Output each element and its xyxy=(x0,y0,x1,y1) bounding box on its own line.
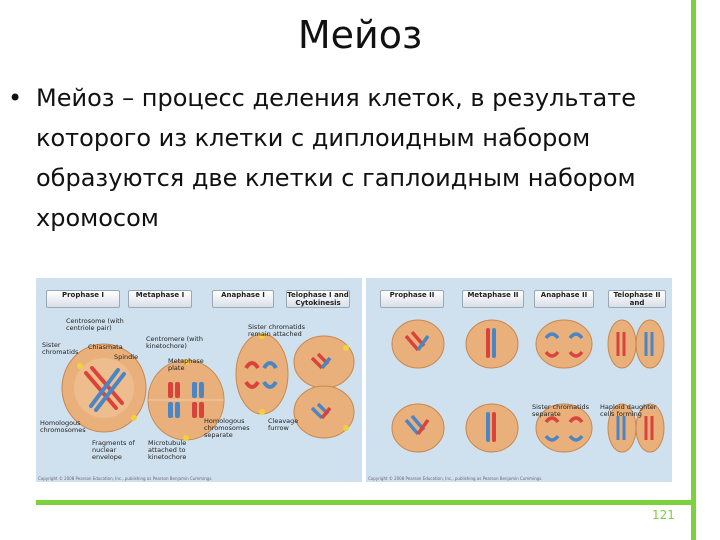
annotation-sister-chromatids-separate: Sister chromatids separate xyxy=(532,403,589,418)
annotation-homologous-chromosomes: Homologous chromosomes xyxy=(40,419,86,434)
bullet-line-3: образуются две клетки с гаплоидным набор… xyxy=(36,164,636,192)
phase-telophase-2: Telophase II and Cytokinesis xyxy=(608,290,666,308)
phase-anaphase-1: Anaphase I xyxy=(212,290,274,308)
phase-prophase-2: Prophase II xyxy=(380,290,444,308)
annotation-centromere: Centromere (with kinetochore) xyxy=(146,335,203,350)
bullet-line-1: Мейоз – процесс деления клеток, в резуль… xyxy=(36,84,636,112)
annotation-spindle: Spindle xyxy=(114,353,139,361)
figure-credit-1: Copyright © 2008 Pearson Education, Inc.… xyxy=(38,476,213,481)
annotation-cleavage-furrow: Cleavage furrow xyxy=(268,417,299,432)
annotation-centrosome: Centrosome (with centriole pair) xyxy=(66,317,124,332)
meiosis-1-illustration xyxy=(61,333,355,441)
bullet-paragraph: • Мейоз – процесс деления клеток, в резу… xyxy=(8,78,688,238)
phase-prophase-1: Prophase I xyxy=(46,290,120,308)
phase-anaphase-2: Anaphase II xyxy=(534,290,594,308)
annotation-chiasmata: Chiasmata xyxy=(88,343,123,351)
annotation-sister-chromatids: Sister chromatids xyxy=(42,341,79,356)
figure-credit-2: Copyright © 2008 Pearson Education, Inc.… xyxy=(368,476,543,481)
phase-metaphase-1: Metaphase I xyxy=(128,290,192,308)
bullet-line-2: которого из клетки с диплоидным набором xyxy=(36,124,591,152)
annotation-homologous-separate: Homologous chromosomes separate xyxy=(204,417,250,439)
slide-title: Мейоз xyxy=(297,13,423,57)
accent-line-horizontal xyxy=(36,500,696,505)
phase-metaphase-2: Metaphase II xyxy=(462,290,524,308)
annotation-haploid-daughter-cells: Haploid daughter cells forming xyxy=(600,403,657,418)
bullet-marker: • xyxy=(8,84,23,112)
annotation-nuclear-envelope: Fragments of nuclear envelope xyxy=(92,439,135,461)
page-number: 121 xyxy=(652,508,675,522)
accent-line-vertical xyxy=(691,0,696,540)
meiosis-1-figure: Prophase I Metaphase I Anaphase I Teloph… xyxy=(36,278,362,482)
phase-telophase-1: Telophase I and Cytokinesis xyxy=(286,290,350,308)
annotation-metaphase-plate: Metaphase plate xyxy=(168,357,204,372)
bullet-line-4: хромосом xyxy=(36,204,159,232)
meiosis-2-figure: Prophase II Metaphase II Anaphase II Tel… xyxy=(366,278,672,482)
meiosis-2-illustration xyxy=(391,319,665,453)
annotation-chromatids-remain-attached: Sister chromatids remain attached xyxy=(248,323,305,338)
annotation-microtubule: Microtubule attached to kinetochore xyxy=(148,439,187,461)
